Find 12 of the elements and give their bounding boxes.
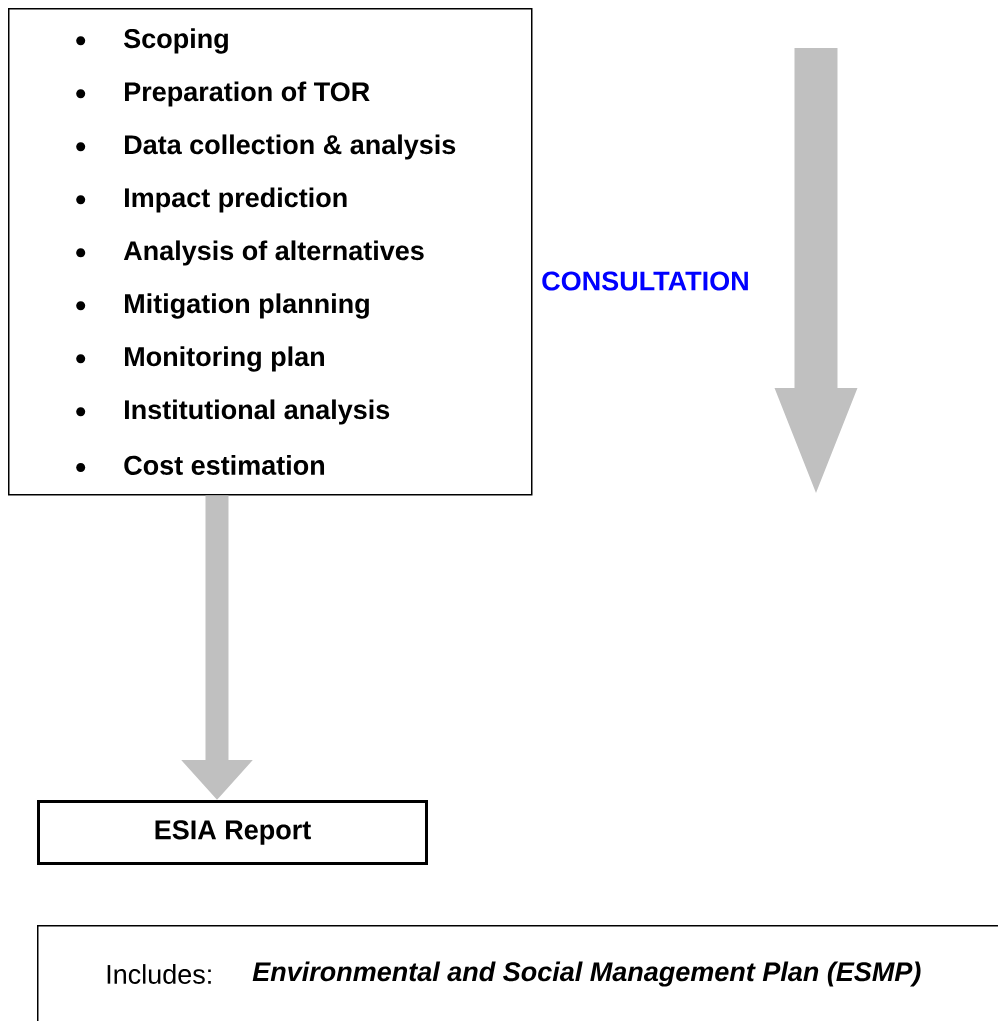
list-item: Scoping — [76, 28, 228, 54]
note-text: Environmental and Social Management Plan (ESMP) — [252, 961, 921, 987]
list-item: Cost estimation — [76, 455, 324, 475]
report-box: ESIA Report — [37, 800, 428, 865]
list-item: Data collection & analysis — [76, 134, 456, 160]
list-item: Impact prediction — [76, 187, 347, 213]
note-label: Includes: — [107, 964, 211, 984]
list-item: Preparation of TOR — [76, 81, 370, 107]
list-item: Analysis of alternatives — [76, 240, 424, 266]
list-item: Institutional analysis — [76, 399, 390, 425]
list-item: Mitigation planning — [76, 293, 369, 319]
list-item: Monitoring plan — [76, 346, 324, 372]
